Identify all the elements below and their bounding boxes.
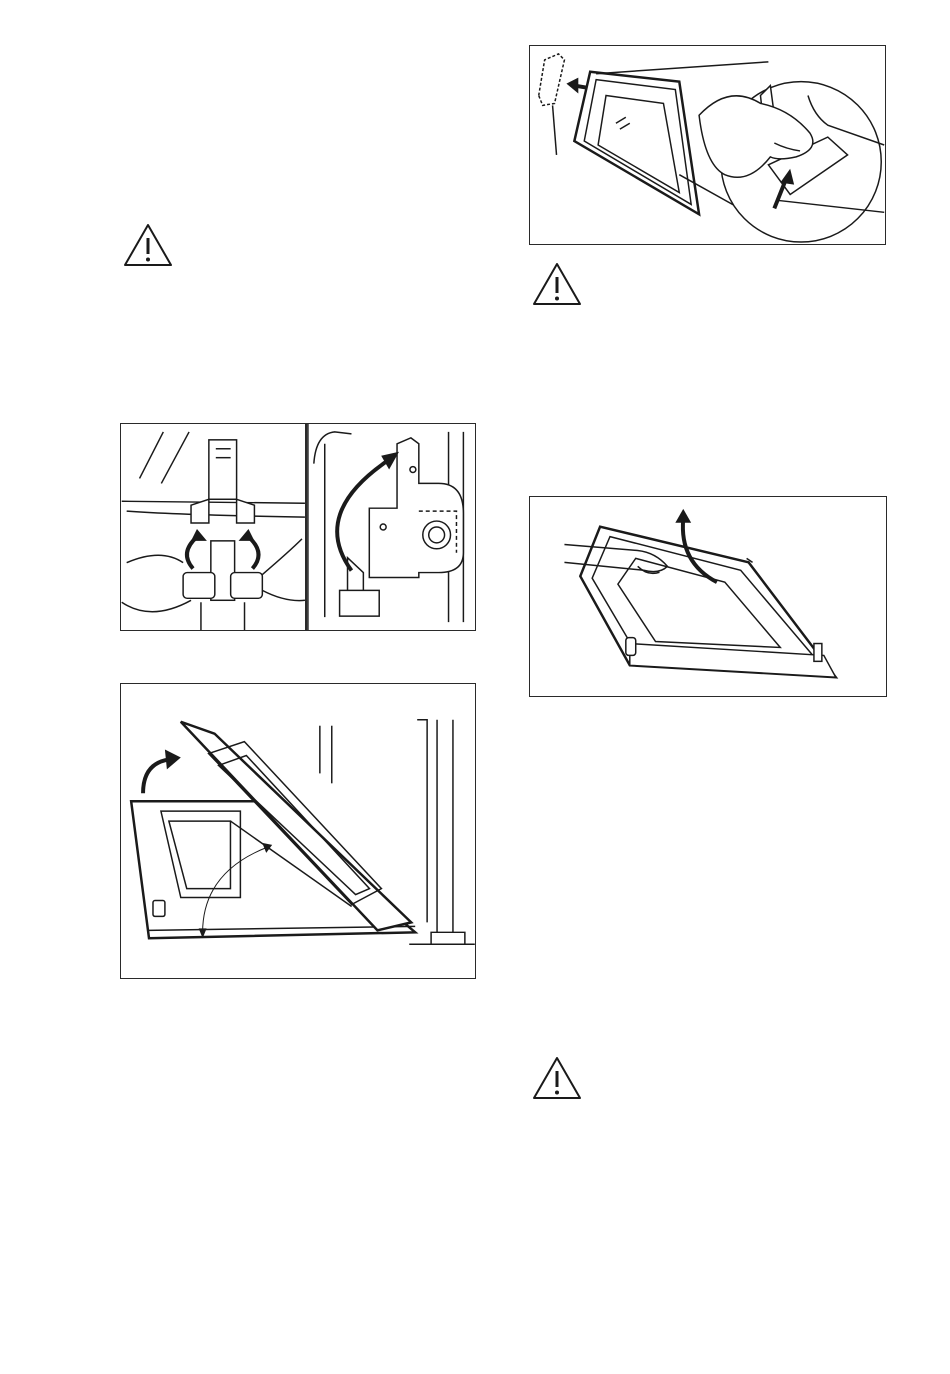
figure-divider <box>305 424 307 630</box>
door-hinge-release-figure <box>120 423 476 631</box>
warning-triangle-icon <box>532 262 582 306</box>
warning-triangle-icon <box>532 1056 582 1100</box>
door-lift-off-illustration <box>121 684 475 978</box>
door-lift-off-figure <box>120 683 476 979</box>
door-trim-illustration <box>530 497 886 696</box>
door-trim-removal-figure <box>529 496 887 697</box>
hinge-release-illustration <box>121 424 475 630</box>
warning-triangle-icon <box>123 223 173 267</box>
inner-glass-panel-removal-figure <box>529 45 886 245</box>
glass-removal-illustration <box>530 46 885 244</box>
